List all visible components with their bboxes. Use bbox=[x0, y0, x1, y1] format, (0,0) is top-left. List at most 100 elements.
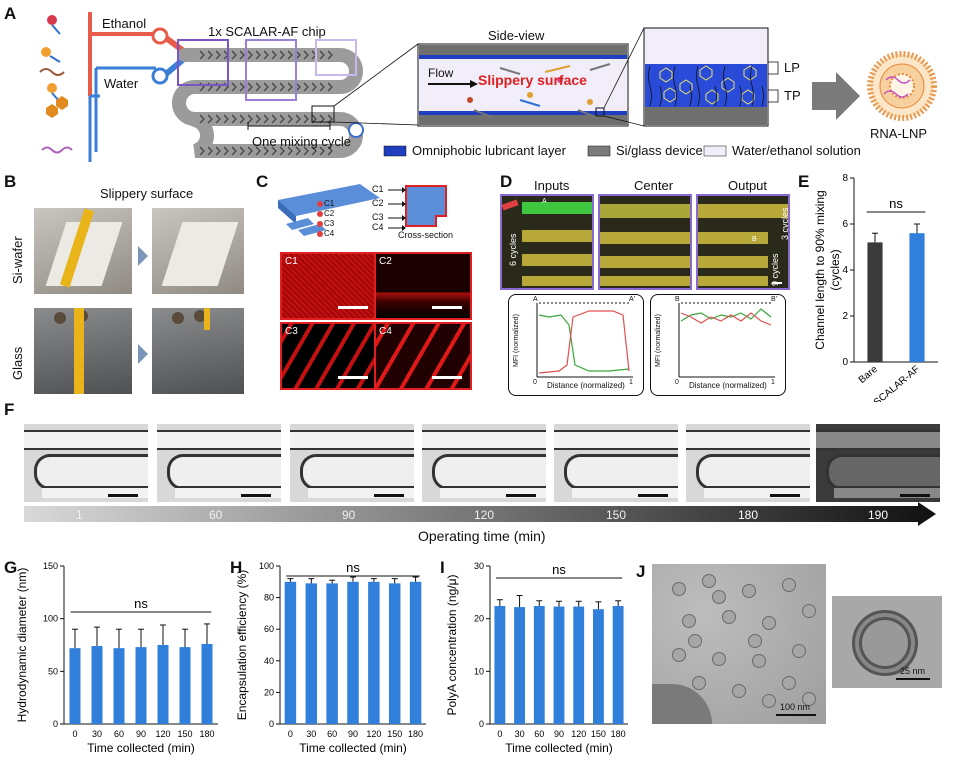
y-tick-label: 0 bbox=[269, 719, 274, 729]
chevron-mark bbox=[215, 146, 221, 156]
x-tick-label: 120 bbox=[366, 729, 381, 739]
panel-label-i: I bbox=[440, 558, 445, 577]
photo-glass-after bbox=[152, 308, 244, 394]
significance-label: ns bbox=[552, 562, 566, 577]
x-axis-label: Time collected (min) bbox=[299, 741, 407, 755]
panel-label-h: H bbox=[230, 558, 243, 577]
tile-label: C4 bbox=[379, 326, 392, 337]
y-tick-label: 30 bbox=[474, 561, 484, 571]
lnp-particle bbox=[762, 694, 776, 708]
chip-title: 1x SCALAR-AF chip bbox=[208, 24, 326, 39]
lnp-particle bbox=[782, 676, 796, 690]
panel-label-b: B bbox=[4, 172, 17, 191]
chevron-mark bbox=[319, 50, 325, 60]
lnp-particle bbox=[672, 648, 686, 662]
fluor-channel-center bbox=[598, 194, 692, 290]
chevron-mark bbox=[239, 114, 245, 124]
y-tick-label: 0 bbox=[53, 719, 58, 729]
y-tick-label: 100 bbox=[43, 614, 58, 624]
y-tick-label: 6 bbox=[842, 219, 848, 230]
x-tick-label: 0 bbox=[72, 729, 77, 739]
y-tick-label: 0 bbox=[479, 719, 484, 729]
y-tick-label: 80 bbox=[264, 593, 274, 603]
bar bbox=[909, 233, 925, 362]
chevron-mark bbox=[287, 50, 293, 60]
x-tick-label: SCALAR-AF bbox=[872, 364, 922, 402]
scale-bar-main-label: 100 nm bbox=[780, 702, 811, 712]
x-tick-label: 60 bbox=[327, 729, 337, 739]
significance-label: ns bbox=[346, 560, 360, 575]
chevron-mark bbox=[287, 114, 293, 124]
lnp-particle bbox=[702, 574, 716, 588]
chevron-mark bbox=[231, 146, 237, 156]
tick-1: 1 bbox=[771, 379, 775, 386]
bar bbox=[347, 581, 359, 724]
bar bbox=[514, 607, 525, 724]
chevron-mark bbox=[247, 146, 253, 156]
chevron-mark bbox=[207, 146, 213, 156]
chevron-mark bbox=[279, 114, 285, 124]
col-output: Output bbox=[728, 178, 768, 193]
lnp-particle bbox=[782, 578, 796, 592]
legend-solution-label: Water/ethanol solution bbox=[732, 143, 861, 158]
chevron-mark bbox=[199, 114, 205, 124]
mfi-xlabel: Distance (normalized) bbox=[547, 381, 625, 390]
c4-side-label: C4 bbox=[372, 222, 384, 232]
flow-label: Flow bbox=[428, 66, 454, 80]
legend-device-label: Si/glass device bbox=[616, 143, 703, 158]
y-tick-label: 150 bbox=[43, 561, 58, 571]
panel-a: Ethanol Water 1x SCALAR-AF chip One mixi… bbox=[0, 0, 955, 170]
x-tick-label: 90 bbox=[136, 729, 146, 739]
c3-side-label: C3 bbox=[372, 212, 384, 222]
lnp-particle bbox=[712, 590, 726, 604]
mfi-plot-inputs: MFI (normalized) Distance (normalized) A… bbox=[508, 294, 644, 396]
chevron-mark bbox=[247, 114, 253, 124]
y-tick-label: 20 bbox=[264, 687, 274, 697]
cryo-tem-inset: 25 nm bbox=[832, 596, 942, 688]
y-tick-label: 60 bbox=[264, 624, 274, 634]
chevron-mark bbox=[255, 146, 261, 156]
rna-lnp-label: RNA-LNP bbox=[870, 126, 928, 141]
slippery-surface-label: Slippery surface bbox=[478, 72, 587, 88]
bar bbox=[113, 648, 125, 724]
bar bbox=[867, 242, 883, 362]
bar bbox=[135, 647, 147, 724]
lnp-particle bbox=[722, 610, 736, 624]
side-view-diagram bbox=[417, 43, 629, 127]
chevron-mark bbox=[207, 50, 213, 60]
legend-swatch-solution bbox=[703, 145, 727, 157]
bar bbox=[201, 643, 213, 724]
arrow-icon bbox=[138, 246, 148, 266]
chevron-mark bbox=[231, 50, 237, 60]
chevron-mark bbox=[239, 146, 245, 156]
bar bbox=[157, 645, 169, 724]
col-center: Center bbox=[634, 178, 674, 193]
chevron-mark bbox=[279, 82, 285, 92]
y-tick-label: 4 bbox=[842, 265, 848, 276]
x-tick-label: 150 bbox=[387, 729, 402, 739]
c3-marker-label: C3 bbox=[324, 219, 335, 228]
channel-frame bbox=[686, 424, 810, 502]
serpentine-channel bbox=[172, 48, 363, 158]
mfi-plot-output-svg bbox=[678, 302, 775, 378]
operating-time-label: Operating time (min) bbox=[418, 528, 546, 544]
chevron-mark bbox=[207, 114, 213, 124]
y-axis-label: Encapsulation efficiency (%) bbox=[235, 570, 249, 721]
y-tick-label: 20 bbox=[474, 614, 484, 624]
bar bbox=[409, 581, 422, 724]
y-axis-label: (cycles) bbox=[828, 249, 842, 290]
tile-label: C2 bbox=[379, 256, 392, 267]
bar bbox=[573, 606, 585, 724]
x-tick-label: 0 bbox=[288, 729, 293, 739]
chevron-mark bbox=[239, 82, 245, 92]
water-label: Water bbox=[104, 76, 139, 91]
chevron-mark bbox=[271, 146, 277, 156]
a-start: A bbox=[533, 296, 538, 303]
fluor-channel-output: 9 cycles 3 cycles B bbox=[696, 194, 790, 290]
lnp-particle bbox=[682, 614, 696, 628]
fluor-tile-c1: C1 bbox=[280, 252, 378, 320]
lnp-particle bbox=[672, 582, 686, 596]
y-tick-label: 0 bbox=[842, 357, 848, 368]
